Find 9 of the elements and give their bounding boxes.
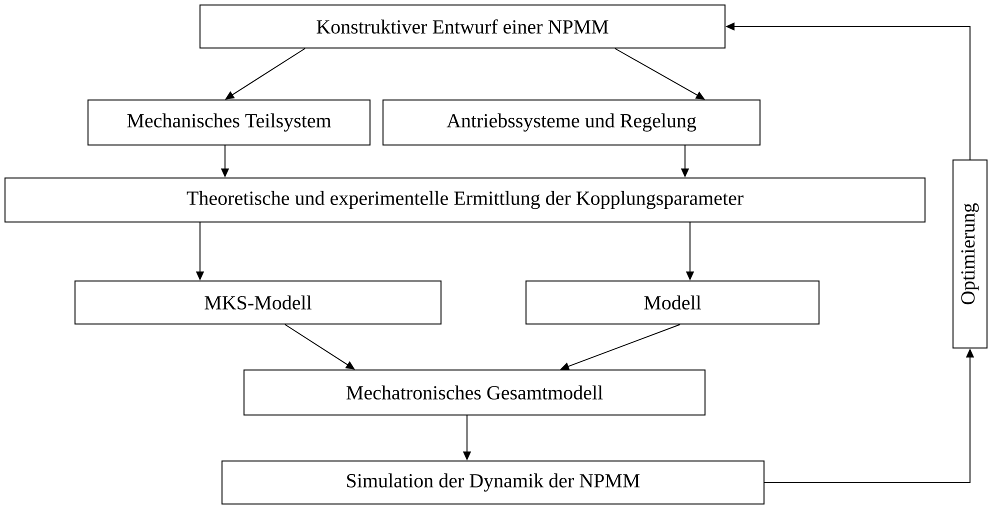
process-box: Mechatronisches Gesamtmodell xyxy=(244,370,706,416)
process-box: Optimierung xyxy=(952,160,988,348)
process-box: Modell xyxy=(526,280,820,324)
process-box: Simulation der Dynamik der NPMM xyxy=(222,460,764,504)
process-box: MKS-Modell xyxy=(74,280,442,324)
process-box: Mechanisches Teilsystem xyxy=(88,100,370,146)
process-box: Theoretische und experimentelle Ermittlung der Kopplungsparameter xyxy=(4,178,926,222)
process-box: Konstruktiver Entwurf einer NPMM xyxy=(200,4,726,48)
process-box: Antriebssysteme und Regelung xyxy=(382,100,760,146)
